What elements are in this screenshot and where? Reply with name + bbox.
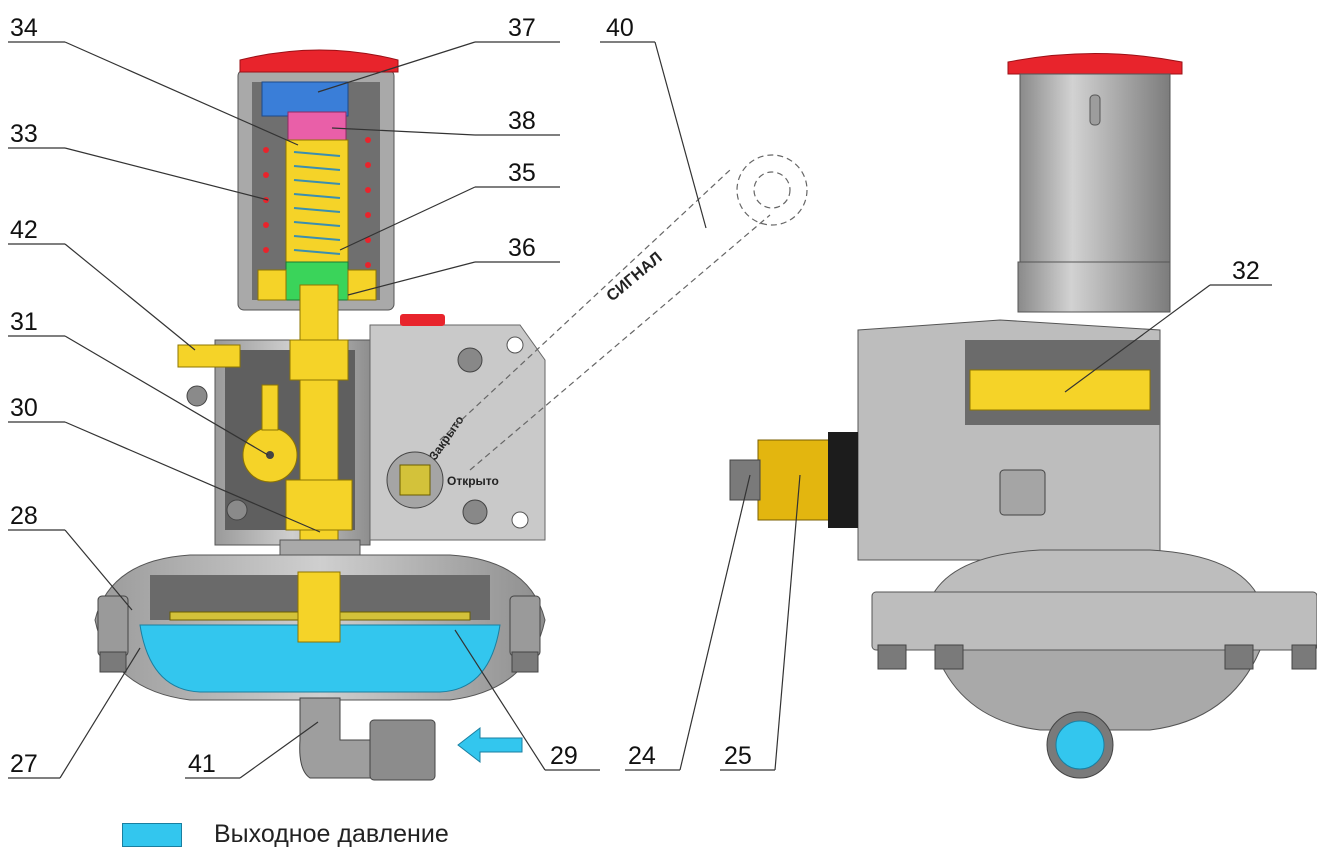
label-28: 28 [10, 502, 38, 530]
label-30: 30 [10, 394, 38, 422]
label-37: 37 [508, 14, 536, 42]
screw-24 [729, 459, 761, 501]
part-numbers: 34 37 40 38 33 35 42 36 31 30 28 27 41 2… [10, 14, 1260, 778]
yellow-nut-25 [757, 439, 831, 521]
red-cap [239, 49, 399, 73]
yellow-spring-cup [285, 139, 349, 263]
inlet-arrow-icon [457, 726, 523, 764]
label-40: 40 [606, 14, 634, 42]
elbow-fitting [299, 697, 376, 779]
side-flange [871, 591, 1317, 651]
plug-42 [177, 344, 241, 368]
leader-lines [8, 41, 1272, 779]
label-25: 25 [724, 742, 752, 770]
legend-text: Выходное давление [214, 820, 449, 848]
valve-stem [299, 284, 339, 586]
flange-bolts [877, 644, 1317, 670]
label-38: 38 [508, 107, 536, 135]
label-35: 35 [508, 159, 536, 187]
label-29: 29 [550, 742, 578, 770]
label-31: 31 [10, 308, 38, 336]
signal-mark: СИГНАЛ [604, 249, 666, 305]
lever-32 [969, 369, 1151, 411]
side-view [729, 53, 1317, 779]
open-mark: Открыто [447, 474, 499, 488]
red-cap [1007, 53, 1183, 75]
label-41: 41 [188, 750, 216, 778]
label-42: 42 [10, 216, 38, 244]
section-view: Закрыто Открыто СИГНАЛ [94, 49, 808, 781]
label-34: 34 [10, 14, 38, 42]
signal-arm [439, 154, 808, 471]
outlet-chamber [139, 624, 501, 693]
label-33: 33 [10, 120, 38, 148]
bolt [186, 385, 208, 407]
legend-swatch [122, 822, 182, 847]
label-36: 36 [508, 234, 536, 262]
label-32: 32 [1232, 257, 1260, 285]
inner-spring [293, 151, 341, 255]
legend: Выходное давление [122, 820, 449, 849]
label-27: 27 [10, 750, 38, 778]
label-24: 24 [628, 742, 656, 770]
bolt [226, 499, 248, 521]
